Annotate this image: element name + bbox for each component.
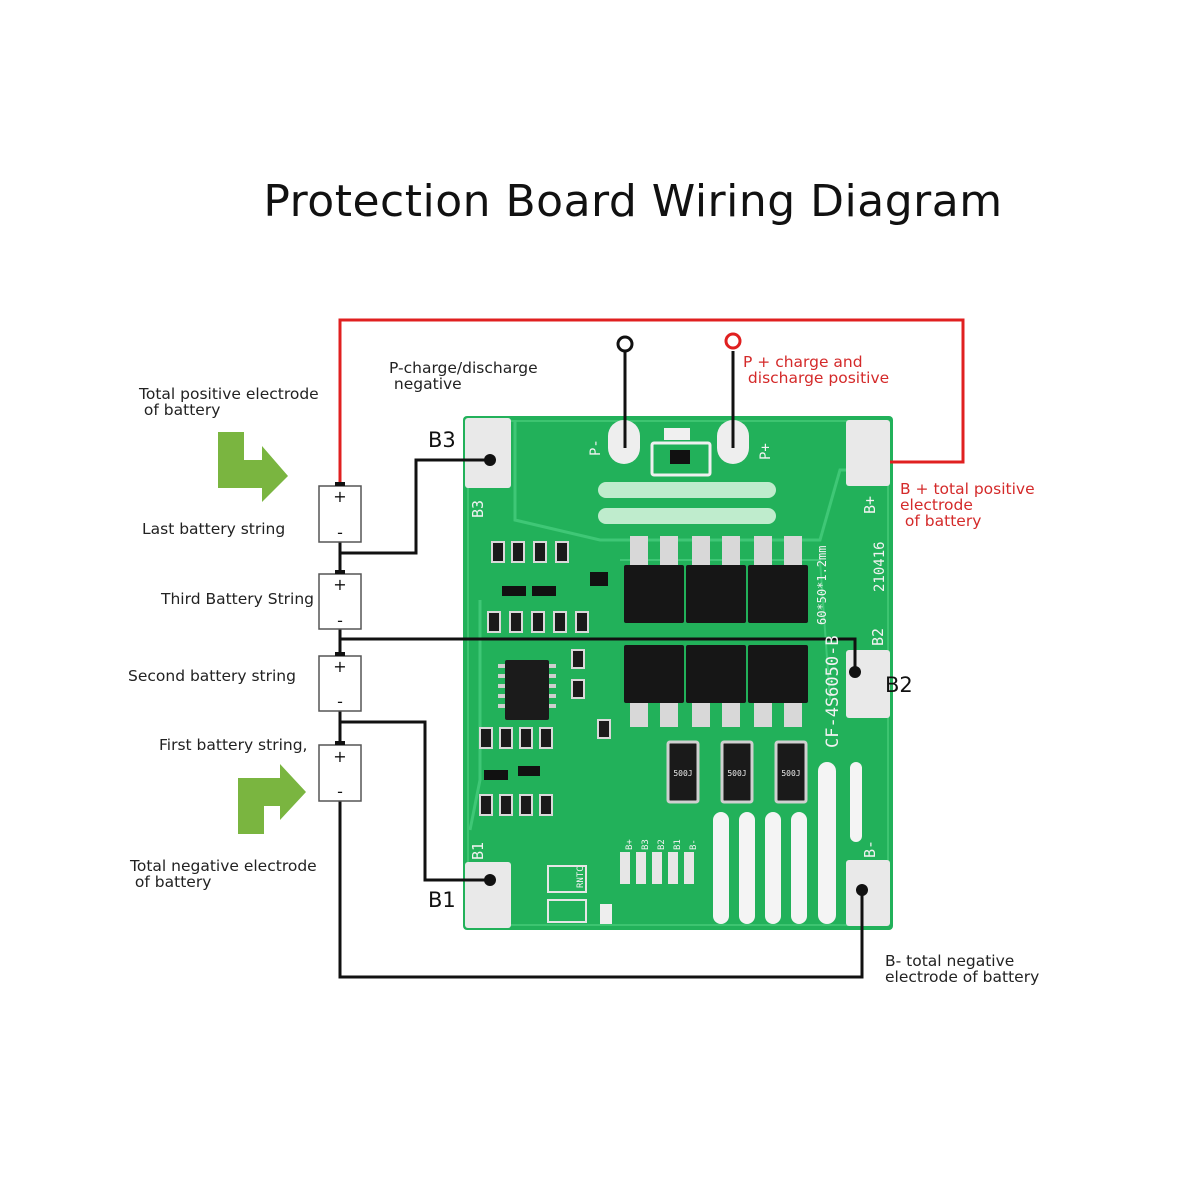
- cell-third: [318, 573, 362, 630]
- silk-ntc: RNTC: [576, 866, 586, 888]
- silk-b3: B3: [469, 500, 487, 518]
- wire-bminus: [338, 800, 864, 979]
- diagram-title: Protection Board Wiring Diagram: [263, 176, 1003, 227]
- header-label: B2: [657, 839, 667, 850]
- label-second-string: Second battery string: [128, 667, 296, 685]
- pad-bplus: [846, 420, 890, 486]
- copper-band: [598, 482, 776, 498]
- silk-bplus: B+: [861, 496, 879, 514]
- label-b-minus: B- total negative electrode of battery: [885, 952, 1040, 986]
- copper-strip: [765, 812, 781, 924]
- header-label: B3: [641, 839, 651, 850]
- pin-label-b3: B3: [428, 428, 456, 452]
- mosfet-array: [624, 536, 808, 727]
- cell-third-plus: +: [333, 575, 346, 594]
- label-b-plus: B + total positive electrode of battery: [900, 480, 1035, 530]
- copper-strip: [850, 762, 862, 842]
- silk-size: 60*50*1.2mm: [815, 546, 829, 625]
- silk-pminus: P-: [588, 439, 604, 456]
- protection-board: [463, 416, 893, 930]
- label-total-negative: Total negative electrode of battery: [130, 857, 317, 891]
- cell-second-plus: +: [333, 657, 346, 676]
- cell-first-minus: -: [337, 782, 343, 801]
- cell-third-minus: -: [337, 611, 343, 630]
- terminal-pminus: [616, 335, 634, 353]
- resistor-code-2: 500J: [727, 769, 746, 778]
- copper-strip: [818, 762, 836, 924]
- label-p-minus: P-charge/discharge negative: [389, 359, 538, 393]
- wire-b2: [338, 628, 857, 672]
- pad-b2: [846, 650, 890, 718]
- label-third-string: Third Battery String: [161, 590, 315, 608]
- arrow-negative-icon: [238, 764, 306, 834]
- shunt-resistors: [666, 740, 808, 804]
- header-label: B1: [673, 839, 683, 850]
- silk-b1: B1: [469, 842, 487, 860]
- cell-second-minus: -: [337, 692, 343, 711]
- pad-b3: [465, 418, 511, 488]
- wires: [338, 318, 965, 979]
- silk-model: CF-4S6050-B: [823, 635, 843, 748]
- wire-bplus: [338, 318, 965, 488]
- silk-bminus: B-: [861, 840, 879, 858]
- protection-ic: [505, 660, 549, 720]
- arrow-positive-icon: [218, 432, 288, 502]
- label-total-positive: Total positive electrode of battery: [139, 385, 319, 419]
- wire-b1: [338, 710, 490, 882]
- label-last-string: Last battery string: [142, 520, 286, 538]
- label-first-string: First battery string,: [159, 736, 308, 754]
- pad-b1: [465, 862, 511, 928]
- battery-cells: [318, 482, 362, 802]
- label-p-plus: P + charge and discharge positive: [743, 353, 890, 387]
- cell-last: [318, 485, 362, 543]
- cell-first: [318, 744, 362, 802]
- header-label: B+: [625, 839, 635, 850]
- cell-last-minus: -: [337, 523, 343, 542]
- cell-first-plus: +: [333, 747, 346, 766]
- copper-strip: [791, 812, 807, 924]
- copper-strip: [713, 812, 729, 924]
- pin-label-b1: B1: [428, 888, 456, 912]
- cell-last-plus: +: [333, 487, 346, 506]
- copper-band: [598, 508, 776, 524]
- silk-date: 210416: [872, 541, 888, 592]
- header-label: B-: [689, 839, 699, 850]
- resistor-code-3: 500J: [781, 769, 800, 778]
- silk-pplus: P+: [758, 443, 774, 460]
- copper-strip: [739, 812, 755, 924]
- pad-bminus: [846, 860, 890, 926]
- pin-label-b2: B2: [885, 673, 913, 697]
- terminal-pplus: [724, 332, 742, 350]
- wire-b3: [338, 458, 490, 555]
- resistor-code-1: 500J: [673, 769, 692, 778]
- silk-b2: B2: [869, 628, 887, 646]
